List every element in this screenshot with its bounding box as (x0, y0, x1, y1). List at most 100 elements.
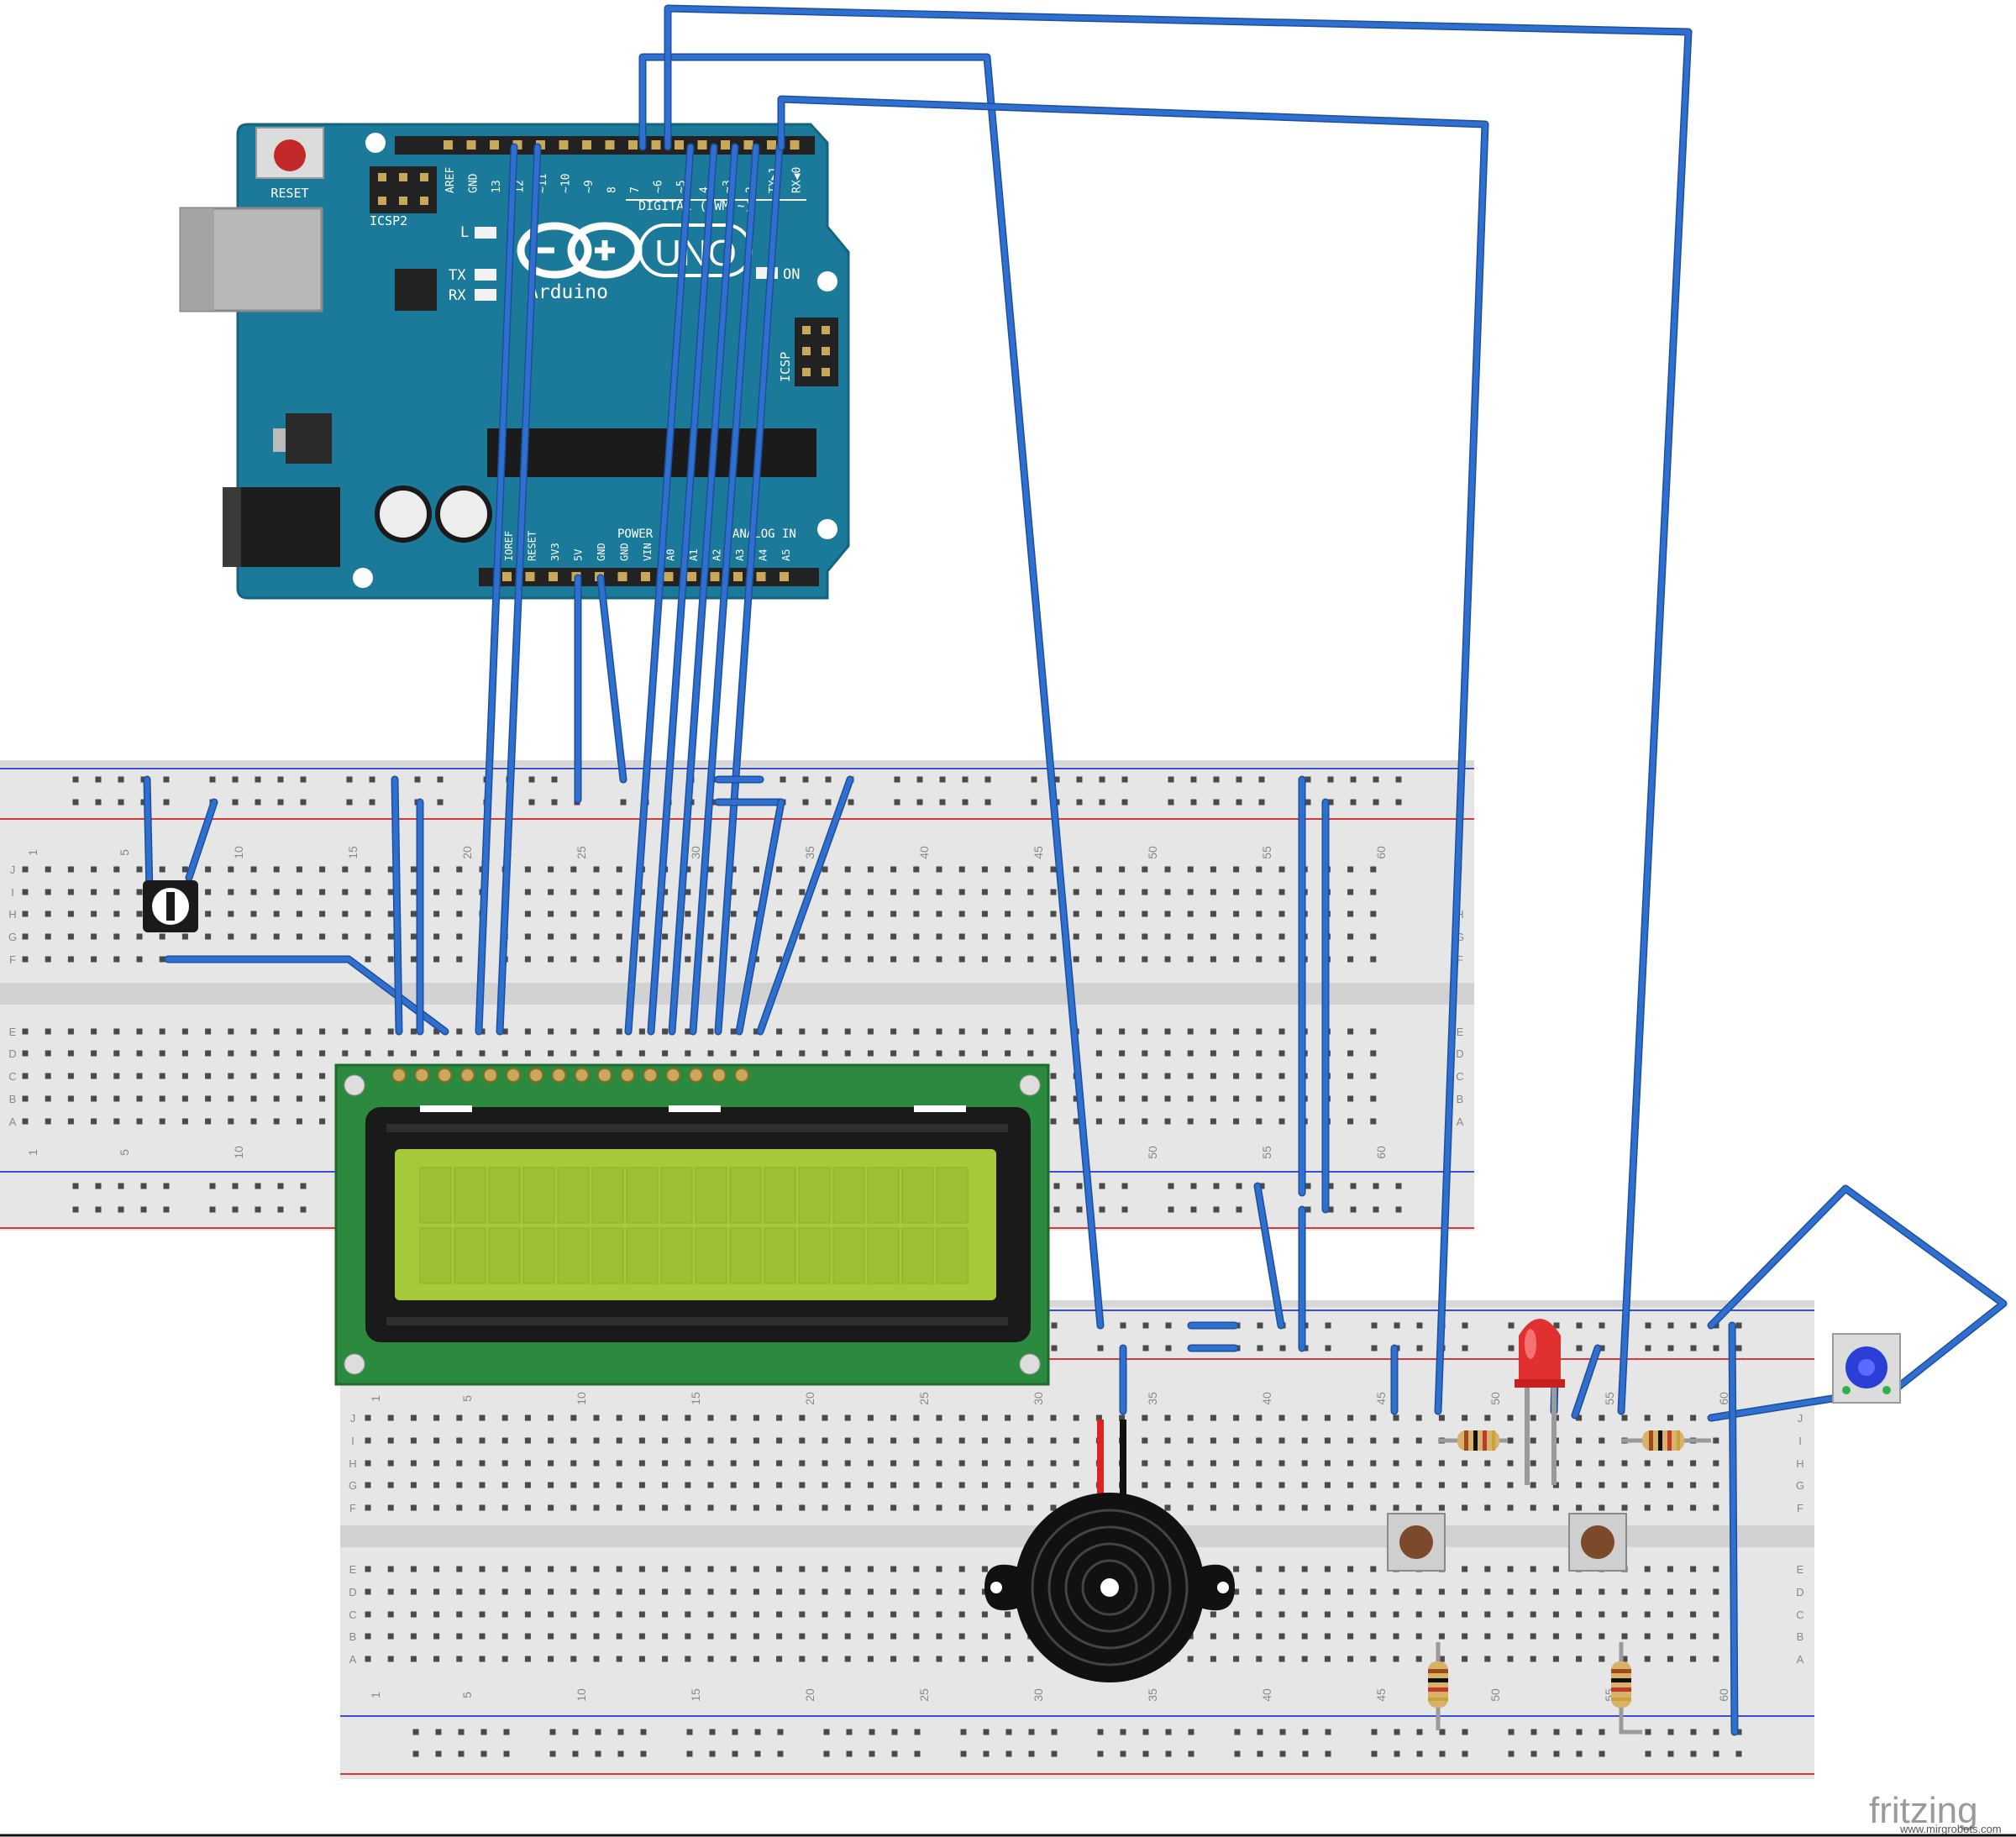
breadboard-hole (1415, 1611, 1422, 1618)
breadboard-hole (205, 1050, 212, 1057)
power-label: POWER (617, 527, 654, 541)
breadboard-hole (1256, 1504, 1263, 1511)
breadboard-hole (1164, 1028, 1171, 1035)
arduino-pin-label: 5V (573, 549, 585, 561)
breadboard-hole (1027, 956, 1034, 963)
rail-hole (1645, 1729, 1651, 1735)
breadboard-hole (1667, 1633, 1673, 1640)
breadboard-hole (1210, 933, 1216, 940)
breadboard-hole (501, 1050, 508, 1057)
breadboard-hole (1233, 1588, 1240, 1595)
row-letter: H (1796, 1457, 1803, 1470)
breadboard-hole (616, 1460, 622, 1467)
push-button-1[interactable] (1387, 1513, 1446, 1572)
breadboard-hole (981, 1656, 988, 1662)
breadboard-hole (1256, 866, 1263, 873)
breadboard-hole (1484, 1504, 1491, 1511)
rail-hole (572, 1729, 579, 1735)
breadboard-hole (638, 1566, 645, 1572)
breadboard-hole (890, 1028, 897, 1035)
red-led (1515, 1319, 1565, 1485)
breadboard-hole (387, 1437, 394, 1444)
breadboard-hole (1187, 1050, 1194, 1057)
rail-hole (458, 1750, 465, 1757)
breadboard-hole (958, 1504, 965, 1511)
breadboard-hole (1415, 1633, 1422, 1640)
breadboard-hole (1438, 1611, 1445, 1618)
breadboard-hole (1278, 1118, 1285, 1125)
breadboard-hole (273, 889, 280, 895)
rail-hole (1462, 1345, 1468, 1352)
breadboard-hole (319, 1050, 326, 1057)
breadboard-hole (913, 866, 920, 873)
breadboard-hole (753, 1482, 759, 1488)
breadboard-hole (1301, 1566, 1308, 1572)
breadboard-hole (570, 1566, 577, 1572)
lcd-char-cell (764, 1227, 796, 1284)
column-number: 20 (803, 1688, 816, 1702)
breadboard-hole (501, 1611, 508, 1618)
breadboard-hole (707, 1611, 714, 1618)
breadboard-hole (22, 1050, 29, 1057)
breadboard-hole (913, 1633, 920, 1640)
rail-hole (1097, 1345, 1104, 1352)
row-letter: C (8, 1070, 16, 1083)
trimmer-potentiometer[interactable] (143, 880, 198, 932)
breadboard-hole (479, 1588, 486, 1595)
breadboard-hole (410, 1460, 417, 1467)
rail-hole (939, 799, 946, 806)
breadboard-hole (1050, 1050, 1057, 1057)
breadboard-hole (638, 1504, 645, 1511)
breadboard-hole (616, 933, 622, 940)
breadboard-hole (1142, 1482, 1148, 1488)
breadboard-hole (1370, 1566, 1377, 1572)
rail-hole (640, 1750, 647, 1757)
breadboard-hole (936, 1437, 942, 1444)
breadboard-hole (1644, 1414, 1651, 1421)
rail-hole (709, 1729, 716, 1735)
breadboard-hole (136, 911, 143, 917)
breadboard-hole (1027, 1460, 1034, 1467)
rail-hole (1168, 776, 1174, 783)
breadboard-hole (913, 1588, 920, 1595)
breadboard-hole (981, 911, 988, 917)
column-number: 30 (1032, 1392, 1045, 1405)
breadboard-hole (1187, 1504, 1194, 1511)
breadboard-hole (342, 866, 349, 873)
breadboard-hole (273, 866, 280, 873)
rail-hole (1325, 1729, 1331, 1735)
breadboard-hole (958, 1414, 965, 1421)
breadboard-hole (1576, 1460, 1583, 1467)
breadboard-hole (1690, 1504, 1697, 1511)
rail-hole (1236, 776, 1242, 783)
push-button-2[interactable] (1568, 1513, 1627, 1572)
breadboard-hole (479, 1656, 486, 1662)
breadboard-hole (1164, 1050, 1171, 1057)
breadboard-hole (662, 1050, 669, 1057)
breadboard-hole (410, 889, 417, 895)
breadboard-hole (1552, 1566, 1559, 1572)
breadboard-hole (1347, 1437, 1354, 1444)
breadboard-hole (616, 889, 622, 895)
breadboard-hole (936, 956, 942, 963)
breadboard-hole (662, 911, 669, 917)
column-number: 35 (1146, 1688, 1159, 1702)
breadboard-hole (1644, 1633, 1651, 1640)
rail-hole (869, 1729, 875, 1735)
lcd-char-cell (557, 1167, 590, 1224)
breadboard-hole (45, 933, 51, 940)
breadboard-hole (387, 1566, 394, 1572)
breadboard-hole (433, 1028, 440, 1035)
breadboard-hole (1278, 1588, 1285, 1595)
breadboard-hole (1667, 1566, 1673, 1572)
column-number: 50 (1146, 846, 1159, 859)
column-number: 5 (118, 849, 131, 856)
breadboard-hole (1301, 1414, 1308, 1421)
breadboard-hole (1667, 1588, 1673, 1595)
rail-hole (1213, 1206, 1220, 1213)
breadboard-hole (707, 1482, 714, 1488)
breadboard-hole (1462, 1566, 1468, 1572)
breadboard-hole (433, 1437, 440, 1444)
blue-potentiometer[interactable] (1832, 1333, 1901, 1404)
breadboard-hole (638, 1588, 645, 1595)
